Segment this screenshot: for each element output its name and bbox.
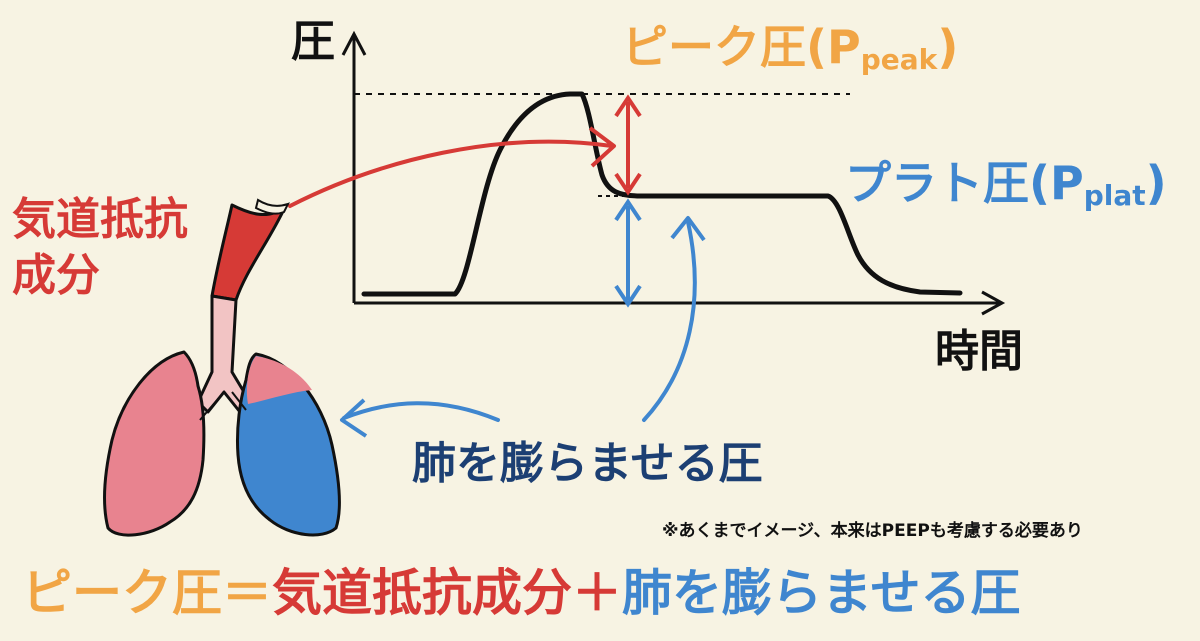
peak-pressure-label: ピーク圧(Ppeak) — [622, 24, 958, 74]
peak-label-subscript: peak — [860, 43, 938, 76]
peak-label-close: ) — [937, 20, 959, 74]
formula: ピーク圧＝気道抵抗成分＋肺を膨らませる圧 — [22, 568, 1021, 618]
formula-equals: ＝ — [222, 564, 272, 622]
plateau-pointer-arrow — [642, 216, 706, 422]
lung-inflation-label: 肺を膨らませる圧 — [412, 438, 763, 489]
plat-label-subscript: plat — [1083, 179, 1146, 212]
formula-peak: ピーク圧 — [22, 564, 222, 622]
formula-airway: 気道抵抗成分 — [272, 564, 572, 622]
airway-resistance-label: 気道抵抗成分 — [12, 194, 188, 301]
formula-inflate: 肺を膨らませる圧 — [622, 564, 1021, 622]
airway-resistance-arrow — [614, 94, 642, 196]
y-axis-label: 圧 — [291, 16, 335, 67]
peak-label-main: ピーク圧(P — [622, 20, 861, 74]
footnote: ※あくまでイメージ、本来はPEEPも考慮する必要あり — [662, 521, 1083, 541]
trachea-icon — [210, 203, 287, 302]
pressure-waveform — [361, 91, 963, 297]
x-axis-label: 時間 — [935, 326, 1023, 377]
axes — [341, 30, 1006, 316]
plat-label-close: ) — [1145, 156, 1167, 210]
lung-inflation-arrow — [614, 198, 642, 308]
plat-label-main: プラト圧(P — [845, 156, 1084, 210]
plateau-pressure-label: プラト圧(Pplat) — [845, 160, 1167, 210]
airway-pointer-arrow — [288, 126, 616, 208]
lung-pointer-arrow — [340, 398, 500, 438]
y-axis-arrowhead — [341, 30, 367, 56]
lungs-icon — [103, 198, 341, 537]
formula-plus: ＋ — [572, 564, 622, 622]
x-axis-arrowhead — [981, 290, 1006, 316]
